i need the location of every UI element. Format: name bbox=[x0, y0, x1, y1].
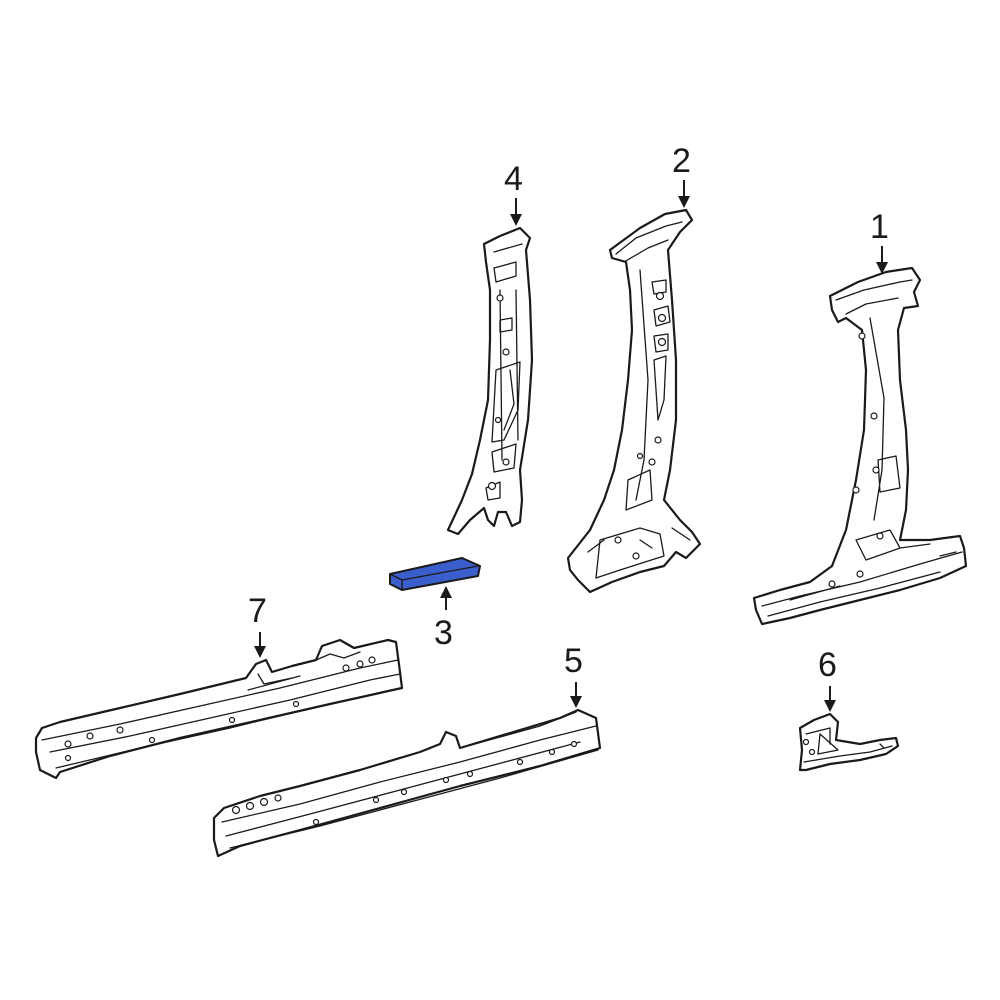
part-1-center-pillar-outer-panel[interactable] bbox=[752, 266, 968, 626]
part-7-inner-rocker[interactable] bbox=[34, 638, 404, 780]
part-4-inner-pillar[interactable] bbox=[446, 226, 534, 536]
callout-4: 4 bbox=[504, 160, 523, 198]
callout-1: 1 bbox=[870, 208, 889, 246]
part-5-outer-rocker[interactable] bbox=[212, 708, 602, 858]
callout-leaders bbox=[254, 180, 888, 712]
callout-7: 7 bbox=[248, 592, 267, 630]
callout-5: 5 bbox=[564, 642, 583, 680]
callout-6: 6 bbox=[818, 646, 837, 684]
part-2-center-pillar-reinforcement[interactable] bbox=[566, 208, 702, 594]
part-3-reinforcement-plate[interactable] bbox=[389, 557, 481, 591]
callout-3: 3 bbox=[434, 614, 453, 652]
callout-2: 2 bbox=[672, 142, 691, 180]
part-6-bracket[interactable] bbox=[798, 712, 900, 772]
